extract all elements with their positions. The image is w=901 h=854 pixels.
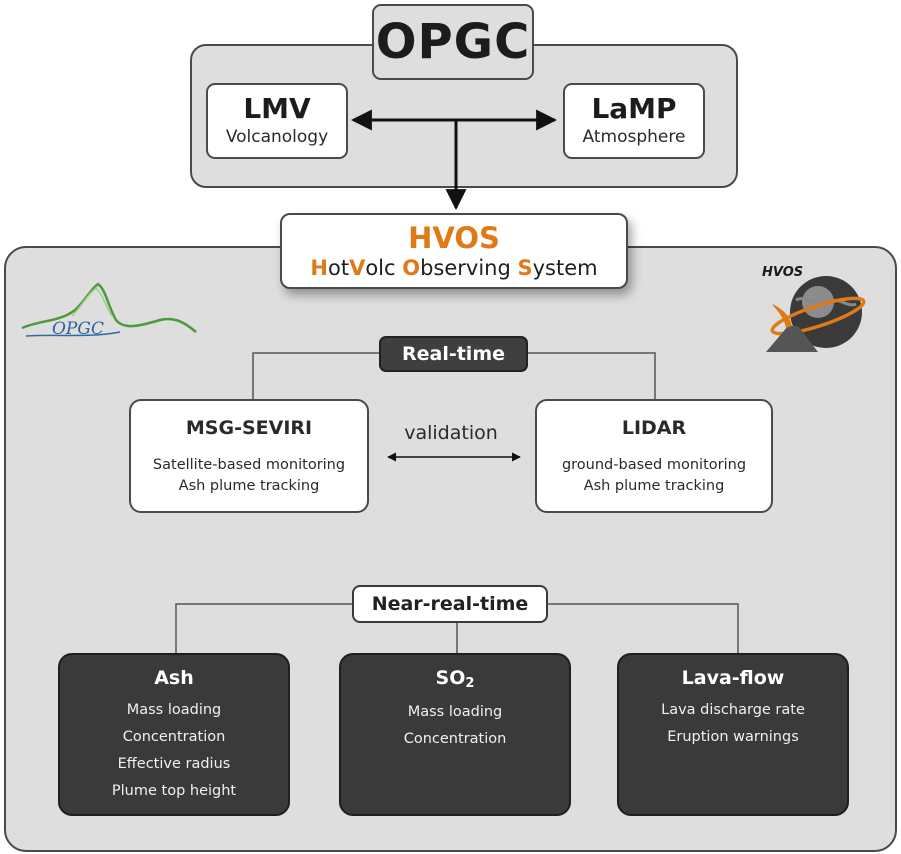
realtime-left-line xyxy=(252,352,379,400)
lidar-box: LIDAR ground-based monitoring Ash plume … xyxy=(535,399,773,513)
lamp-field: Atmosphere xyxy=(582,127,686,147)
nrt-left-line xyxy=(175,603,352,653)
hvos-logo: HVOS xyxy=(762,265,866,352)
opgc-logo: OPGC xyxy=(21,282,197,339)
ash-box: Ash Mass loading Concentration Effective… xyxy=(58,653,290,816)
hvos-subtitle: HotVolc Observing System xyxy=(310,256,598,280)
lmv-box: LMV Volcanology xyxy=(206,83,348,159)
ash-line: Concentration xyxy=(122,729,226,745)
msg-seviri-line: Ash plume tracking xyxy=(178,478,320,494)
lidar-line: ground-based monitoring xyxy=(561,457,747,473)
lmv-field: Volcanology xyxy=(225,127,329,147)
lamp-name: LaMP xyxy=(591,92,677,125)
lava-flow-name: Lava-flow xyxy=(681,667,785,689)
lamp-box: LaMP Atmosphere xyxy=(563,83,705,159)
so2-line: Mass loading xyxy=(407,704,503,720)
hvos-logo-text: HVOS xyxy=(762,265,803,280)
near-realtime-label: Near-real-time xyxy=(352,585,548,623)
realtime-label: Real-time xyxy=(379,336,528,372)
opgc-logo-text: OPGC xyxy=(52,319,104,339)
lava-flow-line: Eruption warnings xyxy=(667,729,799,745)
opgc-title: OPGC xyxy=(372,4,534,80)
so2-box: SO2 Mass loading Concentration xyxy=(339,653,571,816)
lmv-name: LMV xyxy=(243,92,311,125)
hvos-title: HVOS xyxy=(408,221,500,255)
msg-seviri-name: MSG-SEVIRI xyxy=(185,417,313,439)
so2-line: Concentration xyxy=(403,731,507,747)
ash-name: Ash xyxy=(154,667,194,689)
msg-seviri-line: Satellite-based monitoring xyxy=(152,457,346,473)
so2-name: SO2 xyxy=(435,667,475,691)
lava-flow-box: Lava-flow Lava discharge rate Eruption w… xyxy=(617,653,849,816)
lidar-line: Ash plume tracking xyxy=(583,478,725,494)
ash-line: Plume top height xyxy=(111,783,237,799)
ash-line: Effective radius xyxy=(117,756,231,772)
msg-seviri-box: MSG-SEVIRI Satellite-based monitoring As… xyxy=(129,399,369,513)
hvos-box: HVOS HotVolc Observing System xyxy=(280,213,628,289)
validation-label: validation xyxy=(404,422,498,444)
lava-flow-line: Lava discharge rate xyxy=(661,702,805,718)
realtime-right-line xyxy=(528,352,656,400)
ash-line: Mass loading xyxy=(126,702,222,718)
nrt-right-line xyxy=(548,603,739,653)
lidar-name: LIDAR xyxy=(621,417,687,439)
